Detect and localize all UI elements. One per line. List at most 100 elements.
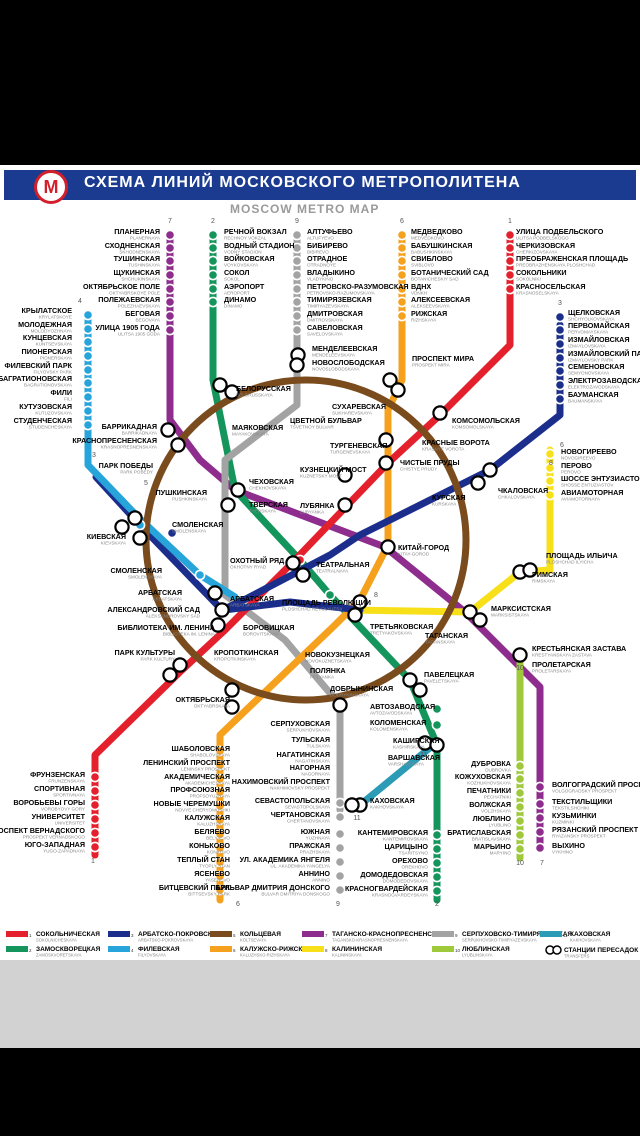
station-label[interactable]: ПАРК КУЛЬТУРЫ	[115, 648, 175, 657]
station-label[interactable]: НАХИМОВСКИЙ ПРОСПЕКТ	[232, 777, 331, 786]
station-label[interactable]: КУНЦЕВСКАЯ	[23, 333, 72, 342]
station-label[interactable]: ДМИТРОВСКАЯ	[307, 309, 363, 318]
station-dot[interactable]	[504, 242, 516, 254]
station-dot[interactable]	[82, 364, 94, 376]
station-dot[interactable]	[164, 310, 176, 322]
station-dot[interactable]	[89, 827, 101, 839]
station-dot[interactable]	[554, 338, 566, 350]
station-label[interactable]: ПЛОЩАДЬ РЕВОЛЮЦИИ	[282, 598, 371, 607]
station-label[interactable]: КАШИРСКАЯ	[393, 736, 440, 745]
station-label[interactable]: ТУШИНСКАЯ	[114, 254, 160, 263]
station-dot[interactable]	[504, 269, 516, 281]
station-label[interactable]: РИЖСКАЯ	[411, 309, 447, 318]
station-dot[interactable]	[544, 448, 556, 460]
station-label[interactable]: БЕЛОРУССКАЯ	[236, 384, 291, 393]
station-label[interactable]: УЛИЦА 1905 ГОДА	[95, 323, 160, 332]
transfer-station-icon[interactable]	[162, 667, 178, 683]
station-dot[interactable]	[291, 324, 303, 336]
station-label[interactable]: ТЕКСТИЛЬЩИКИ	[552, 797, 612, 806]
station-label[interactable]: ВОЛЖСКАЯ	[469, 800, 511, 809]
station-dot[interactable]	[214, 856, 226, 868]
station-label[interactable]: АННИНО	[298, 869, 330, 878]
station-label[interactable]: НОВОСЛОБОДСКАЯ	[312, 358, 385, 367]
station-label[interactable]: ЯСЕНЕВО	[194, 869, 230, 878]
station-label[interactable]: АЛЕКСЕЕВСКАЯ	[411, 295, 470, 304]
station-label[interactable]: СУХАРЕВСКАЯ	[332, 402, 386, 411]
station-label[interactable]: ВОЛГОГРАДСКИЙ ПРОСПЕКТ	[552, 780, 640, 789]
station-dot[interactable]	[82, 323, 94, 335]
station-label[interactable]: ТУРГЕНЕВСКАЯ	[330, 441, 387, 450]
station-label[interactable]: МАРКСИСТСКАЯ	[491, 604, 551, 613]
station-dot[interactable]	[431, 719, 443, 731]
station-dot[interactable]	[504, 283, 516, 295]
transfer-station-icon[interactable]	[402, 672, 418, 688]
station-label[interactable]: САВЕЛОВСКАЯ	[307, 323, 363, 332]
station-dot[interactable]	[82, 405, 94, 417]
station-label[interactable]: КОМСОМОЛЬСКАЯ	[452, 416, 520, 425]
station-label[interactable]: ВАРШАВСКАЯ	[388, 753, 440, 762]
station-dot[interactable]	[534, 798, 546, 810]
station-label[interactable]: ЛУБЯНКА	[300, 501, 334, 510]
station-label[interactable]: ПУШКИНСКАЯ	[155, 488, 207, 497]
station-dot[interactable]	[544, 462, 556, 474]
station-label[interactable]: ТУЛЬСКАЯ	[291, 735, 330, 744]
station-label[interactable]: ПРОЛЕТАРСКАЯ	[532, 660, 591, 669]
station-label[interactable]: НАГОРНАЯ	[290, 763, 330, 772]
station-label[interactable]: ЛЕНИНСКИЙ ПРОСПЕКТ	[143, 758, 230, 767]
transfer-station-icon[interactable]	[470, 475, 486, 491]
station-dot[interactable]	[214, 786, 226, 798]
station-dot[interactable]	[207, 229, 219, 241]
station-label[interactable]: АРБАТСКАЯ	[138, 588, 182, 597]
station-dot[interactable]	[504, 229, 516, 241]
station-dot[interactable]	[214, 800, 226, 812]
transfer-station-icon[interactable]	[482, 462, 498, 478]
station-label[interactable]: ФИЛИ	[50, 388, 72, 397]
station-label[interactable]: ТИМИРЯЗЕВСКАЯ	[307, 295, 372, 304]
station-dot[interactable]	[514, 801, 526, 813]
station-label[interactable]: КУЗНЕЦКИЙ МОСТ	[300, 465, 367, 474]
transfer-station-icon[interactable]	[114, 519, 130, 535]
station-dot[interactable]	[214, 828, 226, 840]
station-label[interactable]: СМОЛЕНСКАЯ	[172, 520, 223, 529]
station-dot[interactable]	[291, 310, 303, 322]
station-dot[interactable]	[291, 269, 303, 281]
station-label[interactable]: ПОЛЕЖАЕВСКАЯ	[98, 295, 160, 304]
station-dot[interactable]	[334, 856, 346, 868]
station-dot[interactable]	[89, 799, 101, 811]
transfer-station-icon[interactable]	[132, 530, 148, 546]
transfer-station-icon[interactable]	[390, 382, 406, 398]
station-dot[interactable]	[504, 255, 516, 267]
station-dot[interactable]	[291, 229, 303, 241]
station-label[interactable]: БИТЦЕВСКИЙ ПАРК	[159, 883, 231, 892]
station-label[interactable]: ОКТЯБРЬСКАЯ	[176, 695, 231, 704]
station-dot[interactable]	[431, 829, 443, 841]
station-label[interactable]: ПЕРОВО	[561, 461, 592, 470]
station-label[interactable]: КРОПОТКИНСКАЯ	[214, 648, 279, 657]
station-label[interactable]: ПЛАНЕРНАЯ	[114, 227, 160, 236]
station-dot[interactable]	[82, 350, 94, 362]
station-label[interactable]: КРЕСТЬЯНСКАЯ ЗАСТАВА	[532, 644, 626, 653]
station-dot[interactable]	[514, 773, 526, 785]
station-dot[interactable]	[164, 296, 176, 308]
station-label[interactable]: АРБАТСКАЯ	[230, 594, 274, 603]
station-dot[interactable]	[396, 242, 408, 254]
station-label[interactable]: ВЫХИНО	[552, 841, 585, 850]
station-dot[interactable]	[431, 843, 443, 855]
station-dot[interactable]	[534, 826, 546, 838]
transfer-station-icon[interactable]	[462, 604, 478, 620]
station-dot[interactable]	[396, 310, 408, 322]
transfer-station-icon[interactable]	[207, 585, 223, 601]
transfer-station-icon[interactable]	[378, 432, 394, 448]
transfer-station-icon[interactable]	[352, 594, 368, 610]
station-label[interactable]: СХОДНЕНСКАЯ	[105, 241, 160, 250]
station-dot[interactable]	[89, 785, 101, 797]
station-label[interactable]: КАХОВСКАЯ	[370, 796, 415, 805]
station-label[interactable]: ВОДНЫЙ СТАДИОН	[224, 241, 295, 250]
station-dot[interactable]	[82, 377, 94, 389]
station-label[interactable]: СТУДЕНЧЕСКАЯ	[14, 416, 72, 425]
transfer-station-icon[interactable]	[160, 422, 176, 438]
station-dot[interactable]	[396, 269, 408, 281]
station-label[interactable]: АЛТУФЬЕВО	[307, 227, 353, 236]
station-label[interactable]: СМОЛЕНСКАЯ	[111, 566, 162, 575]
station-dot[interactable]	[334, 828, 346, 840]
